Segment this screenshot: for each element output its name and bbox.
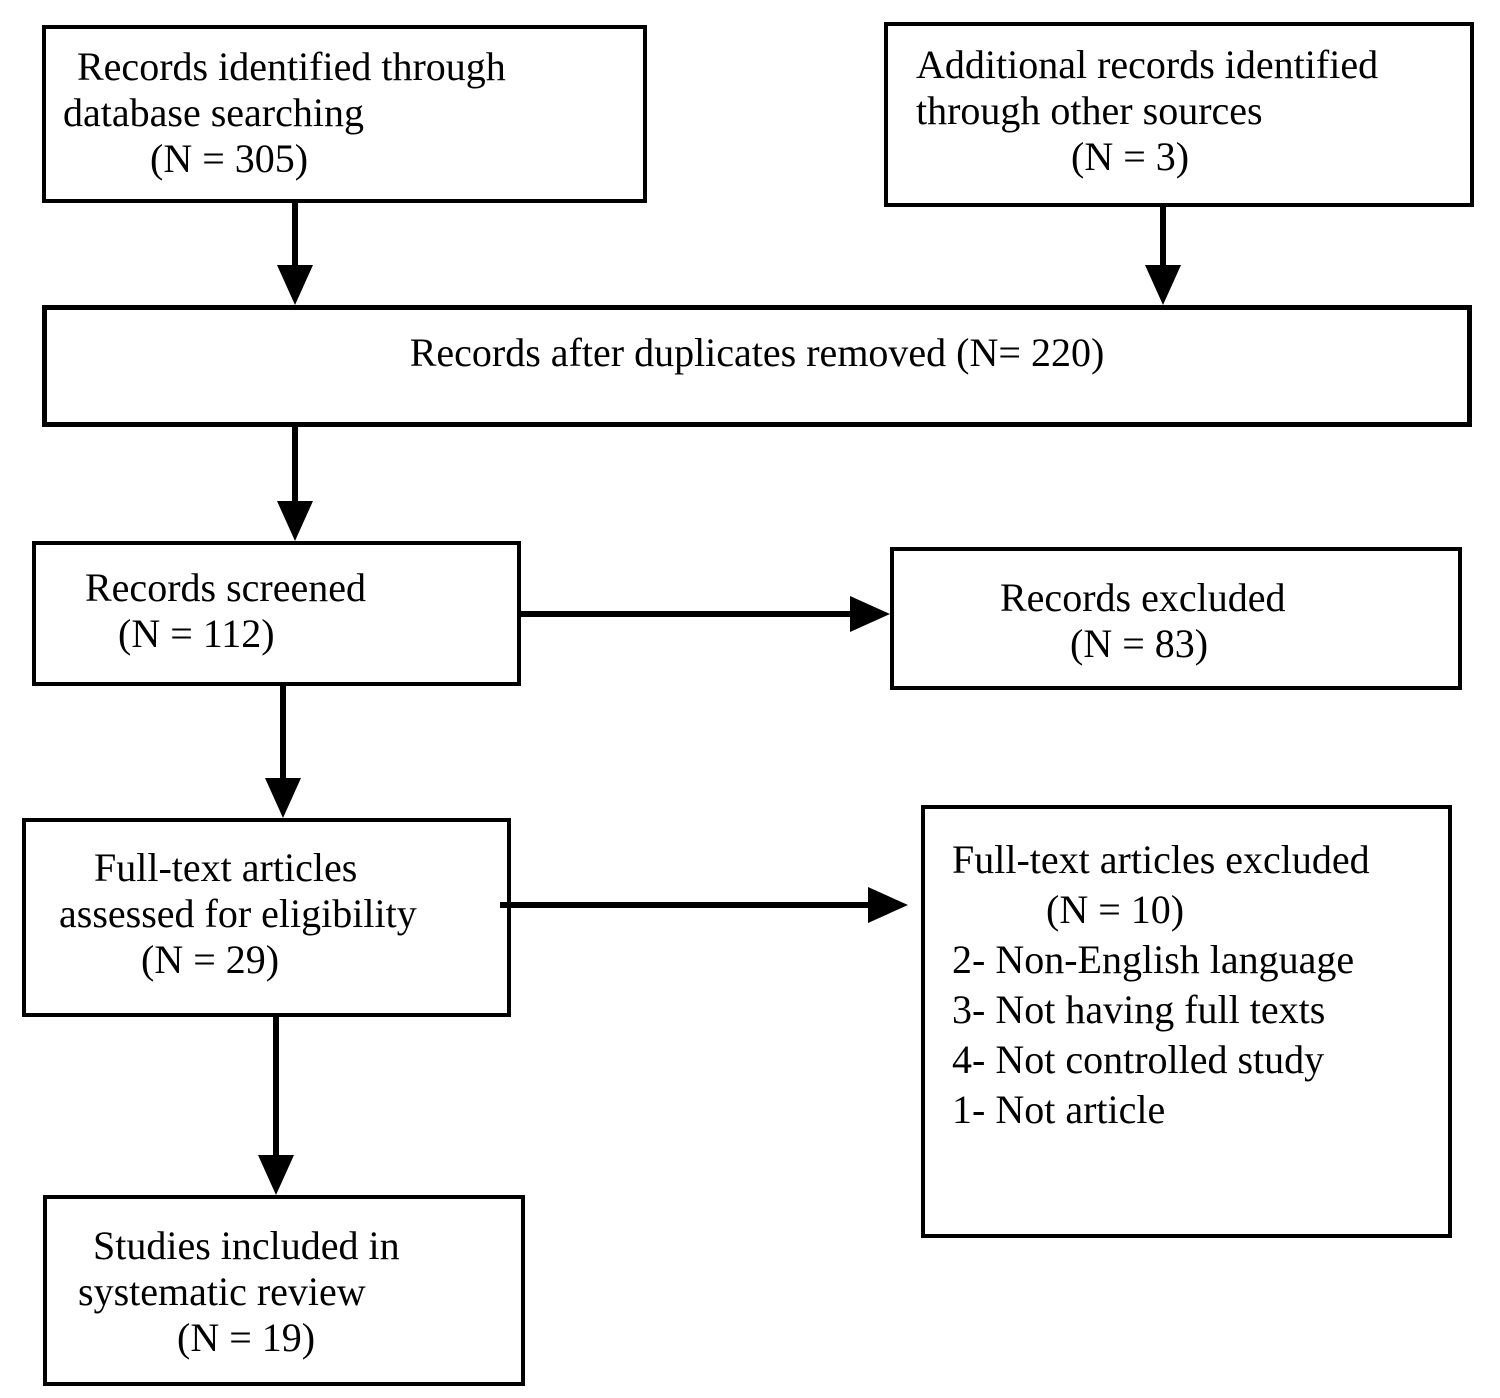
arrow-down-icon [277, 501, 313, 541]
box-fulltext-excluded: Full-text articles excluded (N = 10) 2- No… [921, 805, 1452, 1238]
arrow-duplicates-to-screened-line [292, 427, 298, 503]
text-line: assessed for eligibility [59, 891, 417, 936]
text-line: (N = 19) [177, 1315, 316, 1360]
text-line: through other sources [916, 88, 1263, 133]
text-line: 2- Non-English language [952, 937, 1355, 982]
text-line: (N = 29) [141, 937, 280, 982]
text-line: 3- Not having full texts [952, 987, 1326, 1032]
box-records-excluded: Records excluded(N = 83) [890, 547, 1462, 690]
arrow-fulltext-to-included-line [273, 1017, 279, 1157]
text-line: Full-text articles [94, 845, 358, 890]
text-line: (N = 112) [118, 611, 275, 656]
text-line: 4- Not controlled study [952, 1037, 1325, 1082]
arrow-screened-to-excluded-line [521, 611, 852, 617]
text-line: Full-text articles excluded [952, 837, 1370, 882]
arrow-down-icon [277, 265, 313, 305]
text-line: Records identified through [77, 44, 506, 89]
arrow-down-icon [258, 1155, 294, 1195]
text-line: (N = 10) [1046, 887, 1185, 932]
arrow-right-icon [868, 887, 908, 923]
arrow-right-icon [850, 596, 890, 632]
text-line: (N = 83) [1070, 621, 1209, 666]
arrow-additional-to-duplicates-line [1160, 207, 1166, 267]
text-line: database searching [63, 90, 364, 135]
box-records-screened: Records screened(N = 112) [32, 541, 521, 686]
text-line: Records excluded [1000, 575, 1286, 620]
arrow-fulltext-to-excluded-line [500, 902, 870, 908]
text-line: Records screened [85, 565, 366, 610]
arrow-down-icon [265, 778, 301, 818]
text-line: Studies included in [93, 1223, 400, 1268]
arrow-down-icon [1145, 265, 1181, 305]
text-line: Additional records identified [916, 42, 1379, 87]
arrow-screened-to-fulltext-line [280, 686, 286, 780]
text-line: systematic review [78, 1269, 366, 1314]
text-line: Records after duplicates removed (N= 220… [409, 330, 1105, 375]
text-line: (N = 3) [1071, 134, 1190, 179]
text-line: (N = 305) [150, 136, 309, 181]
arrow-identified-to-duplicates-line [292, 203, 298, 267]
box-records-after-duplicates: Records after duplicates removed (N= 220… [42, 305, 1472, 427]
text-line: 1- Not article [952, 1087, 1166, 1132]
